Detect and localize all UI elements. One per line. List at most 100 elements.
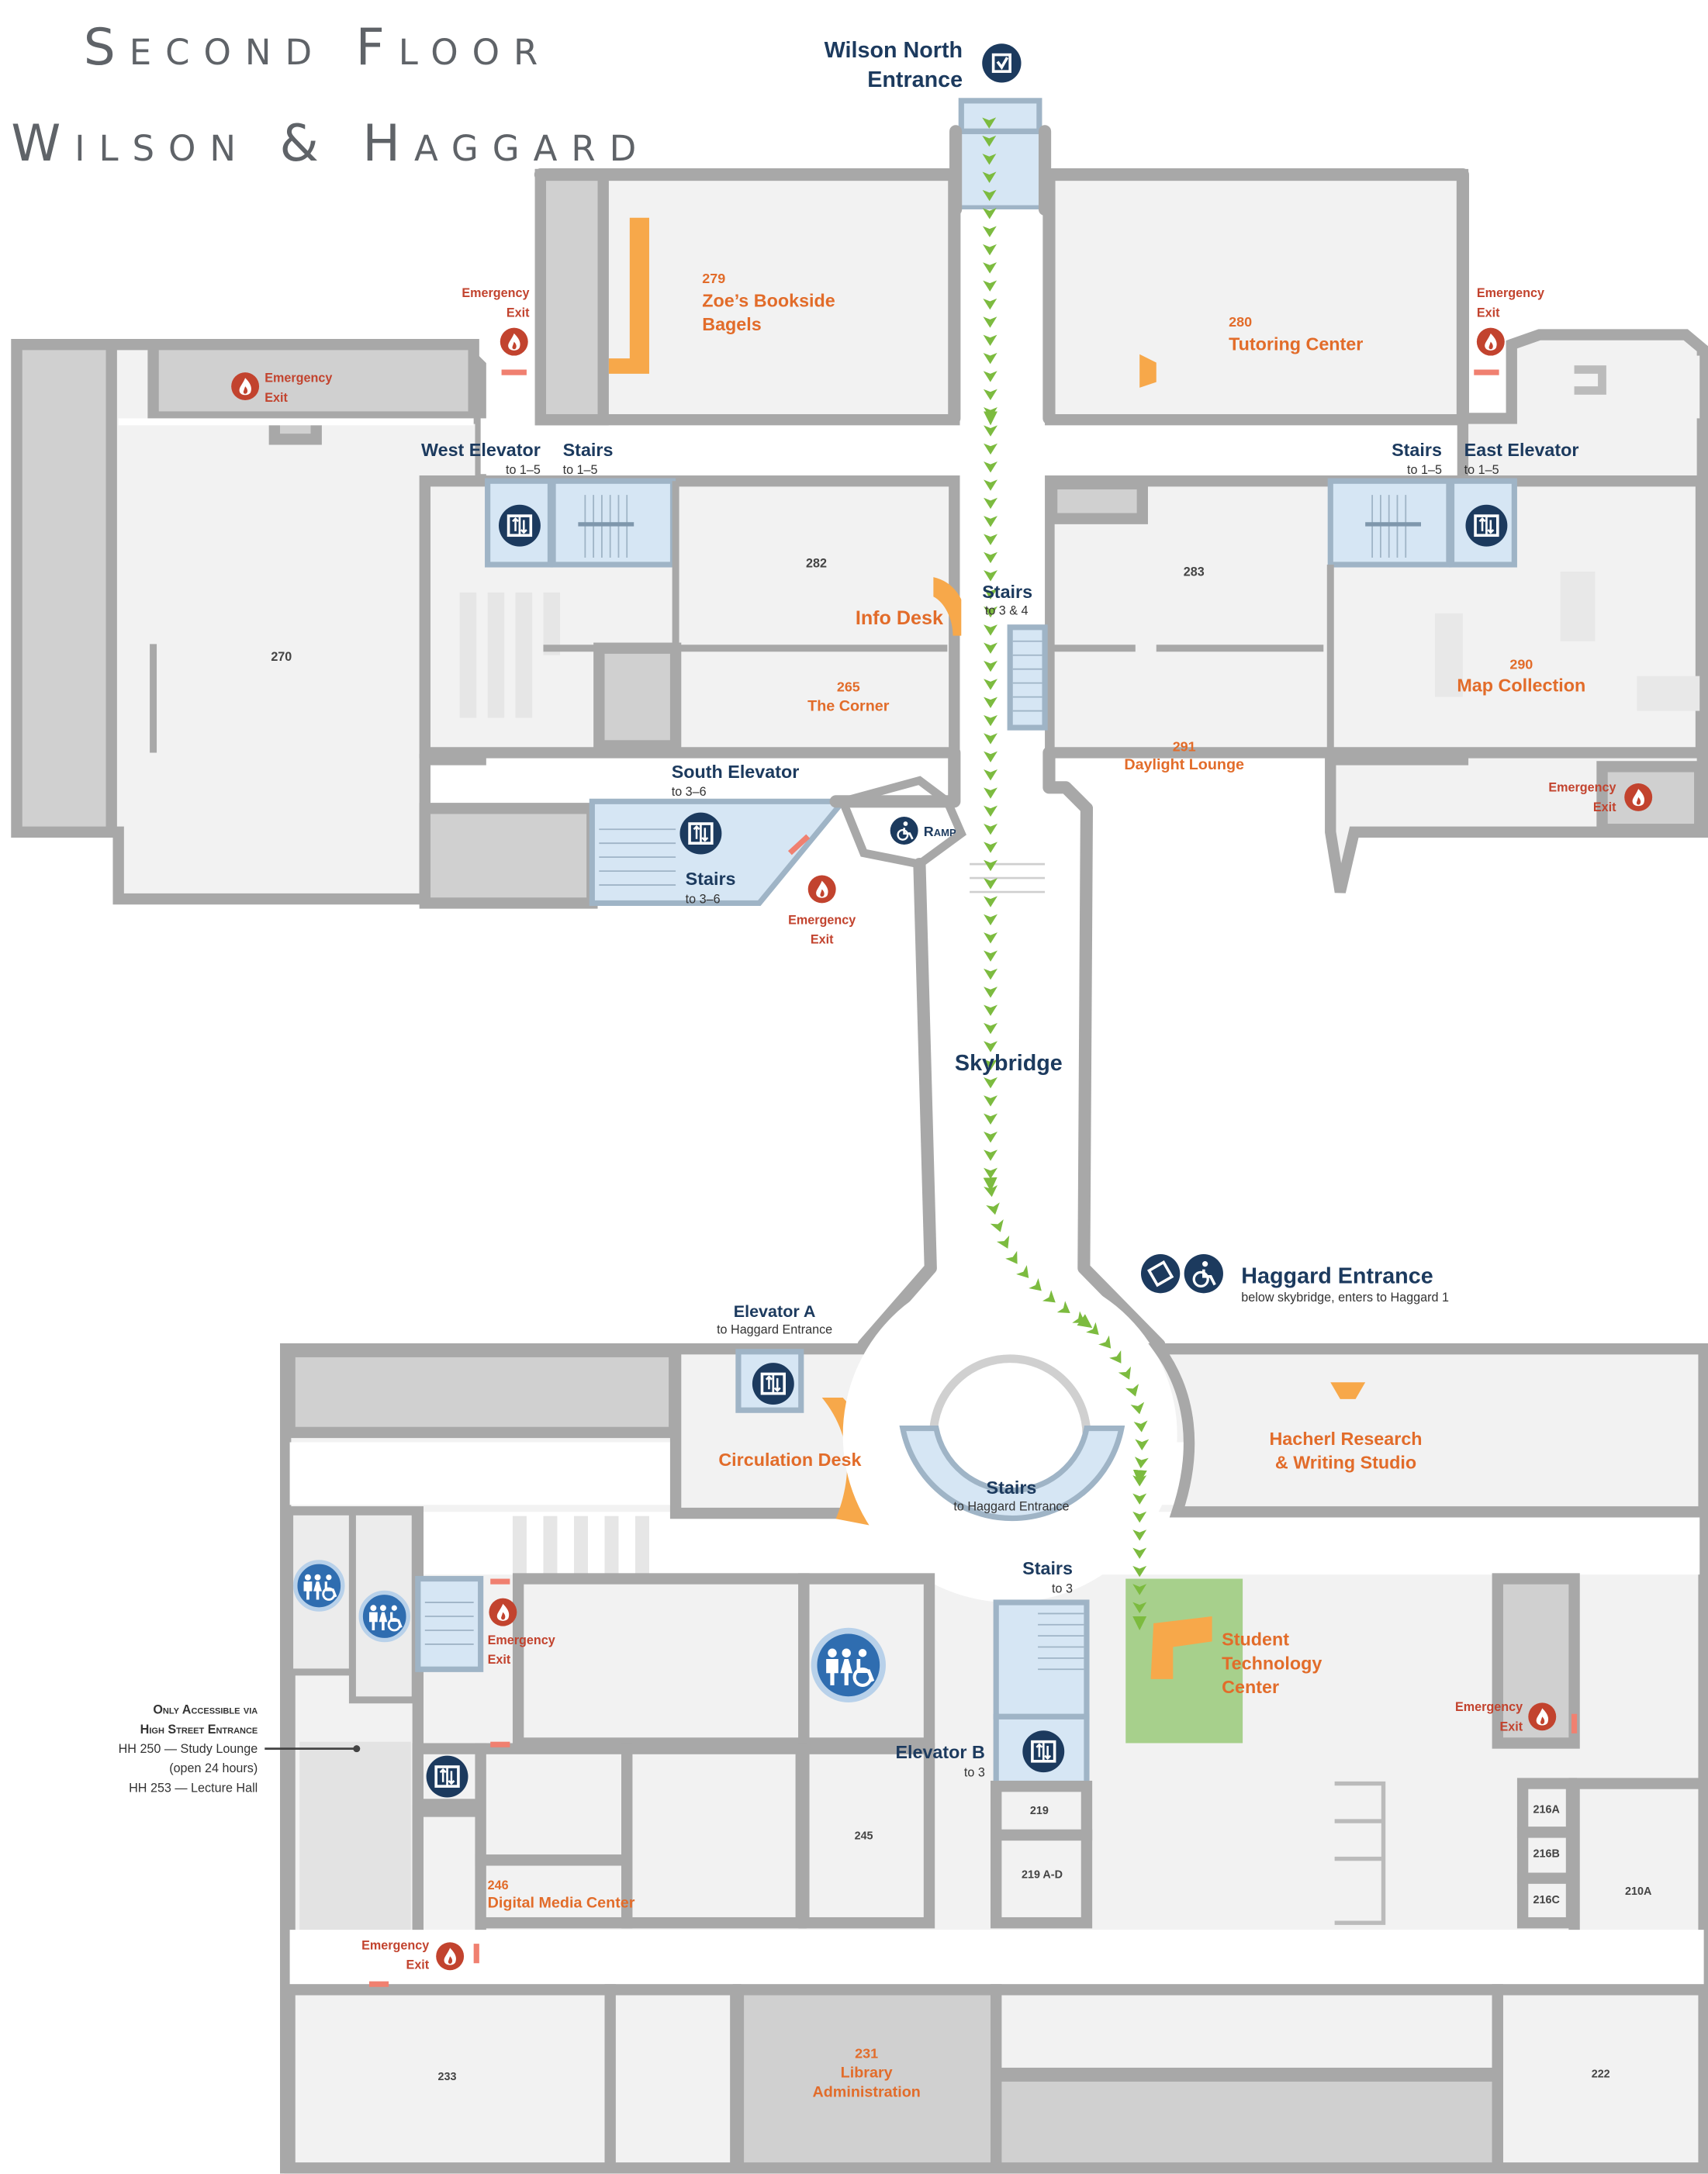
route-arrow — [1135, 1439, 1150, 1450]
stc-label: Technology — [1222, 1653, 1322, 1673]
west-stairs-sub: to 1–5 — [563, 463, 598, 477]
route-arrow — [984, 878, 997, 890]
hacherl-label: Hacherl Research — [1269, 1429, 1422, 1449]
route-arrow — [990, 1219, 1004, 1232]
route-arrow — [1005, 1250, 1018, 1264]
emergency-exit-label: Exit — [488, 1653, 511, 1667]
information-icon[interactable] — [982, 43, 1022, 83]
room-280-number: 280 — [1229, 314, 1252, 330]
room-216b-number: 216B — [1533, 1848, 1559, 1861]
stc-label: Center — [1222, 1677, 1279, 1697]
emergency-exit-label: Emergency — [1455, 1700, 1523, 1714]
emergency-exit-icon — [807, 875, 836, 904]
emergency-exit-label: Emergency — [462, 286, 529, 300]
route-arrow — [984, 679, 997, 690]
accessible-entrance-icon[interactable] — [1140, 1254, 1181, 1294]
emergency-exit-icon — [500, 327, 528, 356]
route-arrow — [983, 371, 997, 382]
emergency-exit-icon — [489, 1598, 517, 1626]
restroom-icon — [361, 1592, 408, 1640]
route-arrow — [984, 859, 997, 872]
access-note: Only Accessible via — [153, 1703, 258, 1717]
room-216a-number: 216A — [1533, 1803, 1559, 1816]
route-arrow — [1132, 1547, 1147, 1559]
route-arrows — [982, 117, 1150, 1613]
center-stairs-sub: to 3 & 4 — [985, 604, 1029, 618]
emergency-exit-label: Exit — [406, 1958, 430, 1972]
south-elevator-sub: to 3–6 — [672, 785, 707, 799]
route-arrow — [983, 298, 997, 310]
room-279-name: Zoe’s Bookside — [702, 291, 835, 311]
east-elevator-icon[interactable] — [1464, 503, 1509, 548]
stairs-3-sub: to 3 — [1052, 1581, 1073, 1595]
route-arrow — [984, 551, 997, 564]
haggard-entrance-note: below skybridge, enters to Haggard 1 — [1241, 1291, 1449, 1305]
route-arrow — [984, 914, 997, 926]
route-arrow — [982, 226, 997, 237]
room-233-number: 233 — [438, 2071, 457, 2083]
route-arrow — [984, 714, 997, 727]
east-stairs-label: Stairs — [1392, 440, 1442, 460]
route-arrow — [983, 334, 997, 346]
route-arrow — [982, 208, 997, 219]
route-arrow — [1132, 1493, 1147, 1505]
route-arrow — [982, 171, 997, 183]
room-291-name: Daylight Lounge — [1124, 756, 1244, 773]
room-282-number: 282 — [806, 557, 827, 571]
stairs-3-label: Stairs — [1022, 1558, 1073, 1578]
ramp-icon — [890, 817, 918, 845]
emergency-exit-label: Emergency — [788, 913, 856, 927]
route-arrow — [984, 534, 997, 545]
west-elevator-icon[interactable] — [497, 503, 542, 548]
route-arrow — [984, 642, 997, 654]
route-arrow — [982, 244, 997, 256]
wheelchair-icon — [1184, 1254, 1223, 1294]
elevator-b-icon[interactable] — [1021, 1729, 1067, 1774]
emergency-exit-label: Emergency — [488, 1633, 555, 1647]
route-arrow — [984, 443, 997, 455]
route-arrow — [984, 824, 997, 835]
elevator-a-label: Elevator A — [734, 1301, 816, 1321]
route-arrow — [983, 406, 997, 419]
circulation-desk-label: Circulation Desk — [718, 1450, 861, 1470]
route-arrow — [984, 968, 997, 980]
route-arrow — [1132, 1565, 1147, 1578]
access-note: (open 24 hours) — [169, 1761, 258, 1775]
room-279-number: 279 — [702, 271, 725, 286]
route-arrow — [982, 189, 997, 202]
route-arrow — [984, 987, 997, 998]
room-283-number: 283 — [1184, 565, 1205, 579]
route-arrow — [984, 461, 997, 473]
route-arrow — [984, 1059, 997, 1070]
route-arrow — [1134, 1457, 1149, 1469]
route-arrow — [984, 660, 997, 672]
elevator-a-icon[interactable] — [751, 1361, 796, 1406]
route-arrow — [997, 1236, 1010, 1249]
south-elevator-icon[interactable] — [678, 810, 724, 856]
wilson-north-entrance-label: Wilson North — [825, 38, 963, 63]
haggard-building — [280, 369, 1708, 2174]
info-desk-label: Info Desk — [856, 607, 943, 629]
access-note: HH 250 — Study Lounge — [119, 1742, 258, 1756]
route-arrow — [1029, 1277, 1042, 1291]
elevator-b-sub: to 3 — [964, 1766, 985, 1780]
route-arrow — [984, 896, 997, 907]
west-haggard-elevator-icon[interactable] — [424, 1754, 470, 1799]
route-arrow — [1042, 1290, 1056, 1303]
room-280-name: Tutoring Center — [1229, 334, 1363, 354]
route-arrow — [984, 516, 997, 527]
room-231-number: 231 — [855, 2045, 878, 2061]
route-arrow — [1132, 1529, 1147, 1541]
route-arrow — [982, 117, 997, 129]
south-stairs-label: Stairs — [686, 869, 736, 889]
wilson-building — [11, 98, 1708, 1351]
route-arrow — [984, 842, 997, 853]
elevator-b-label: Elevator B — [895, 1742, 984, 1762]
room-219-number: 219 — [1030, 1805, 1049, 1817]
route-arrow — [1132, 1584, 1147, 1595]
emergency-exit-label: Emergency — [264, 372, 332, 385]
room-279-name: Bagels — [702, 314, 762, 334]
east-stairs-sub: to 1–5 — [1407, 463, 1442, 477]
haggard-entrance-label: Haggard Entrance — [1241, 1264, 1433, 1289]
route-arrow — [984, 1077, 997, 1089]
